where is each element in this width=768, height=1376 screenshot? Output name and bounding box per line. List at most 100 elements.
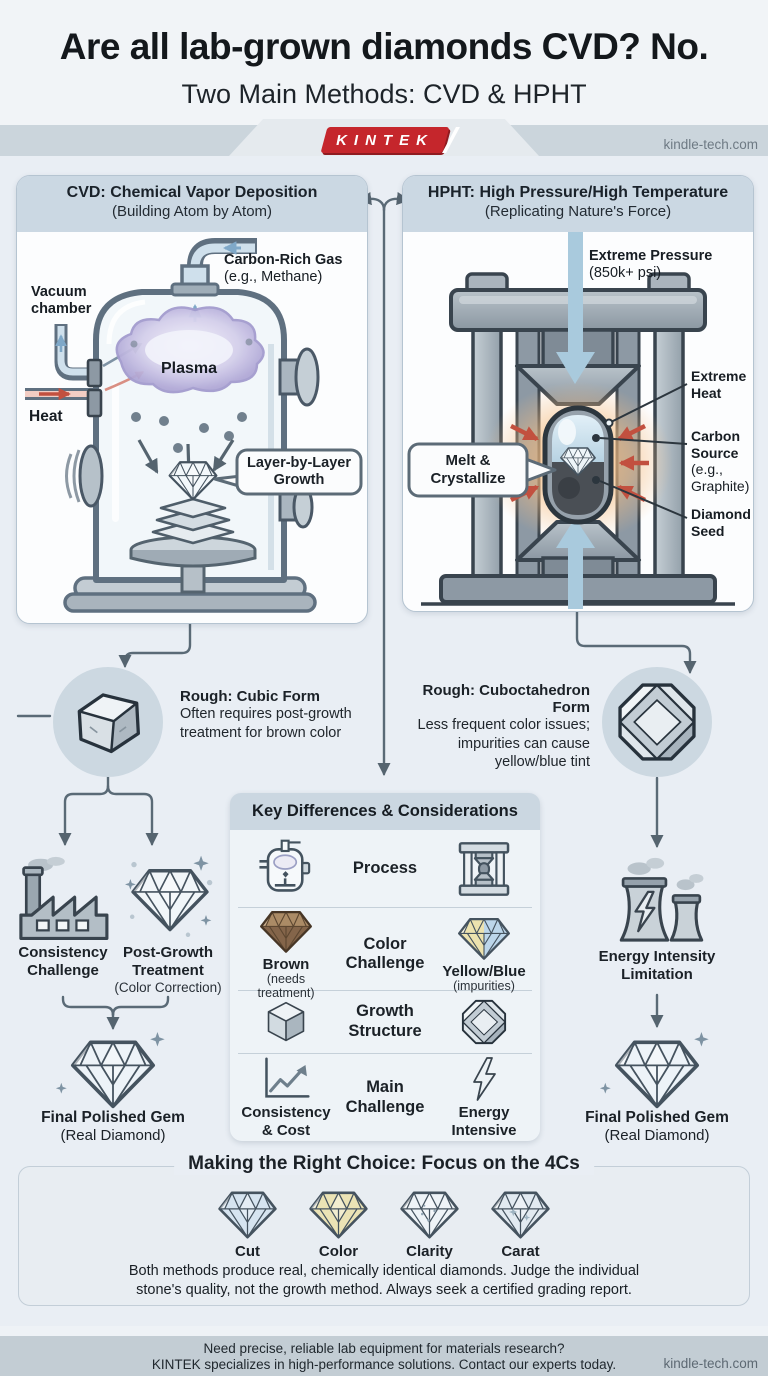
yellow-blue-diamond-icon: [456, 915, 512, 961]
hpht-label-pressure: Extreme Pressure (850k+ psi): [589, 248, 749, 282]
comparison-consistency-label: Consistency & Cost: [241, 1104, 331, 1139]
hpht-label-seed: Diamond Seed: [691, 506, 751, 539]
cvd-title: CVD: Chemical Vapor Deposition: [66, 184, 318, 201]
cs-label-clarity: Clarity: [406, 1243, 453, 1260]
cvd-rough-desc: Often requires post-growth treatment for…: [180, 706, 352, 741]
cs-label-carat: Carat: [501, 1243, 540, 1260]
cs-label-cut: Cut: [235, 1243, 260, 1260]
footer-line1: Need precise, reliable lab equipment for…: [203, 1341, 565, 1356]
hpht-label-pressure-main: Extreme Pressure: [589, 248, 713, 264]
comparison-label-process: Process: [352, 858, 418, 877]
cvd-treatment-label: Post-Growth Treatment (Color Correction): [108, 944, 228, 996]
cvd-label-gas-main: Carbon-Rich Gas: [224, 252, 343, 268]
cvd-rough-text: Rough: Cubic Form Often requires post-gr…: [180, 688, 385, 742]
cube-icon: [263, 999, 309, 1045]
hpht-final-gem-icon: [599, 1032, 715, 1115]
cvd-treatment-title: Post-Growth Treatment: [123, 944, 213, 979]
hpht-subtitle: (Replicating Nature's Force): [484, 203, 672, 220]
brown-diamond-icon: [258, 908, 314, 954]
carat-diamond-icon: [490, 1188, 552, 1240]
cs-item-color: Color: [307, 1188, 371, 1260]
cvd-label-plasma: Plasma: [160, 360, 218, 377]
choice-box: [18, 1166, 750, 1306]
hpht-rough-desc: Less frequent color issues; impurities c…: [417, 717, 590, 771]
hpht-rough-text: Rough: Cuboctahedron Form Less frequent …: [400, 682, 590, 772]
brand-logo-text: KINTEK: [336, 132, 434, 149]
cvd-consistency-label: Consistency Challenge: [18, 944, 108, 979]
comparison-label-structure: Growth Structure: [348, 1002, 422, 1040]
hpht-final-sub: (Real Diamond): [604, 1127, 710, 1145]
website-url-top: kindle-tech.com: [663, 137, 758, 152]
rough-cube-icon: [67, 681, 149, 763]
sparkle-diamond-icon: [125, 854, 215, 940]
cvd-final-title: Final Polished Gem: [41, 1109, 185, 1126]
cooling-towers-icon: [607, 854, 707, 949]
choice-title: Making the Right Choice: Focus on the 4C…: [174, 1153, 594, 1175]
footer: Need precise, reliable lab equipment for…: [0, 1336, 768, 1376]
cvd-label-vacuum: Vacuum chamber: [31, 284, 92, 318]
cvd-label-gas-sub: (e.g., Methane): [224, 269, 323, 286]
choice-note: Both methods produce real, chemically id…: [128, 1263, 640, 1298]
cvd-final-gem-icon: [55, 1032, 171, 1115]
cvd-diagram-area: Carbon-Rich Gas (e.g., Methane) Vacuum c…: [17, 232, 367, 621]
comparison-box: Key Differences & Considerations Process…: [230, 793, 540, 1141]
cs-label-color: Color: [318, 1243, 359, 1260]
footer-line2: KINTEK specializes in high-performance s…: [151, 1357, 617, 1372]
page-title: Are all lab-grown diamonds CVD? No.: [59, 26, 709, 67]
hpht-label-melt: Melt & Crystallize: [430, 452, 506, 487]
hpht-final-label: Final Polished Gem (Real Diamond): [567, 1108, 747, 1146]
cvd-subtitle: (Building Atom by Atom): [111, 203, 273, 220]
cvd-final-sub: (Real Diamond): [60, 1127, 166, 1145]
cvd-label-growth: Layer-by-Layer Growth: [247, 454, 351, 488]
comparison-yellowblue-sub: (impurities): [453, 979, 515, 994]
hpht-rough-title: Rough: Cuboctahedron Form: [422, 682, 590, 716]
comparison-brown-sub: (needs treatment): [257, 972, 315, 1000]
cut-diamond-icon: [217, 1188, 279, 1240]
color-diamond-icon: [308, 1188, 370, 1240]
comparison-label-challenge: Main Challenge: [345, 1077, 425, 1116]
cvd-diagram: [25, 238, 363, 613]
cs-item-clarity: Clarity: [398, 1188, 462, 1260]
hpht-diagram: [407, 232, 735, 609]
cvd-treatment-sub: (Color Correction): [114, 980, 222, 995]
hpht-label-carbon-main: Carbon Source: [691, 428, 740, 461]
hpht-label-carbon-sub: (e.g., Graphite): [691, 461, 750, 494]
cvd-panel: CVD: Chemical Vapor Deposition (Building…: [16, 175, 368, 624]
comparison-energy-label: Energy Intensive: [451, 1104, 517, 1139]
hpht-panel-header: HPHT: High Pressure/High Temperature (Re…: [403, 176, 753, 232]
comparison-brown-label: Brown: [262, 956, 310, 973]
comparison-row-structure: Growth Structure: [238, 990, 532, 1053]
cvd-label-gas: Carbon-Rich Gas (e.g., Methane): [224, 252, 364, 286]
cvd-chamber-icon: [256, 839, 316, 899]
cs-item-carat: Carat: [489, 1188, 553, 1260]
clarity-diamond-icon: [399, 1188, 461, 1240]
page-subtitle: Two Main Methods: CVD & HPHT: [181, 79, 587, 109]
hpht-diagram-area: Extreme Pressure (850k+ psi) Extreme Hea…: [403, 232, 753, 609]
four-cs-row: Cut Color Clarity Carat: [216, 1188, 553, 1260]
hpht-title: HPHT: High Pressure/High Temperature: [427, 184, 729, 201]
energy-bolt-icon: [468, 1056, 500, 1102]
cvd-rough-circle: [53, 667, 163, 777]
cost-chart-icon: [260, 1056, 312, 1102]
brand-logo: KINTEK: [320, 127, 460, 153]
cs-item-cut: Cut: [216, 1188, 280, 1260]
comparison-row-process: Process: [238, 830, 532, 907]
comparison-label-color: Color Challenge: [345, 934, 425, 973]
cvd-panel-header: CVD: Chemical Vapor Deposition (Building…: [17, 176, 367, 232]
cvd-rough-title: Rough: Cubic Form: [180, 688, 320, 705]
factory-icon: [13, 856, 113, 947]
header: Are all lab-grown diamonds CVD? No. Two …: [0, 0, 768, 125]
comparison-row-challenge: Consistency & Cost Main Challenge Energy…: [238, 1053, 532, 1141]
hpht-press-icon: [455, 840, 513, 898]
footer-gap: [0, 1326, 768, 1336]
comparison-yellowblue-label: Yellow/Blue: [442, 962, 526, 980]
hpht-label-carbon: Carbon Source (e.g., Graphite): [691, 428, 749, 494]
cvd-final-label: Final Polished Gem (Real Diamond): [23, 1108, 203, 1146]
hpht-panel: HPHT: High Pressure/High Temperature (Re…: [402, 175, 754, 612]
hpht-final-title: Final Polished Gem: [585, 1109, 729, 1126]
comparison-row-color: Brown (needs treatment) Color Challenge …: [238, 907, 532, 1000]
website-url-bottom: kindle-tech.com: [663, 1356, 758, 1371]
hpht-label-heat: Extreme Heat: [691, 368, 747, 401]
